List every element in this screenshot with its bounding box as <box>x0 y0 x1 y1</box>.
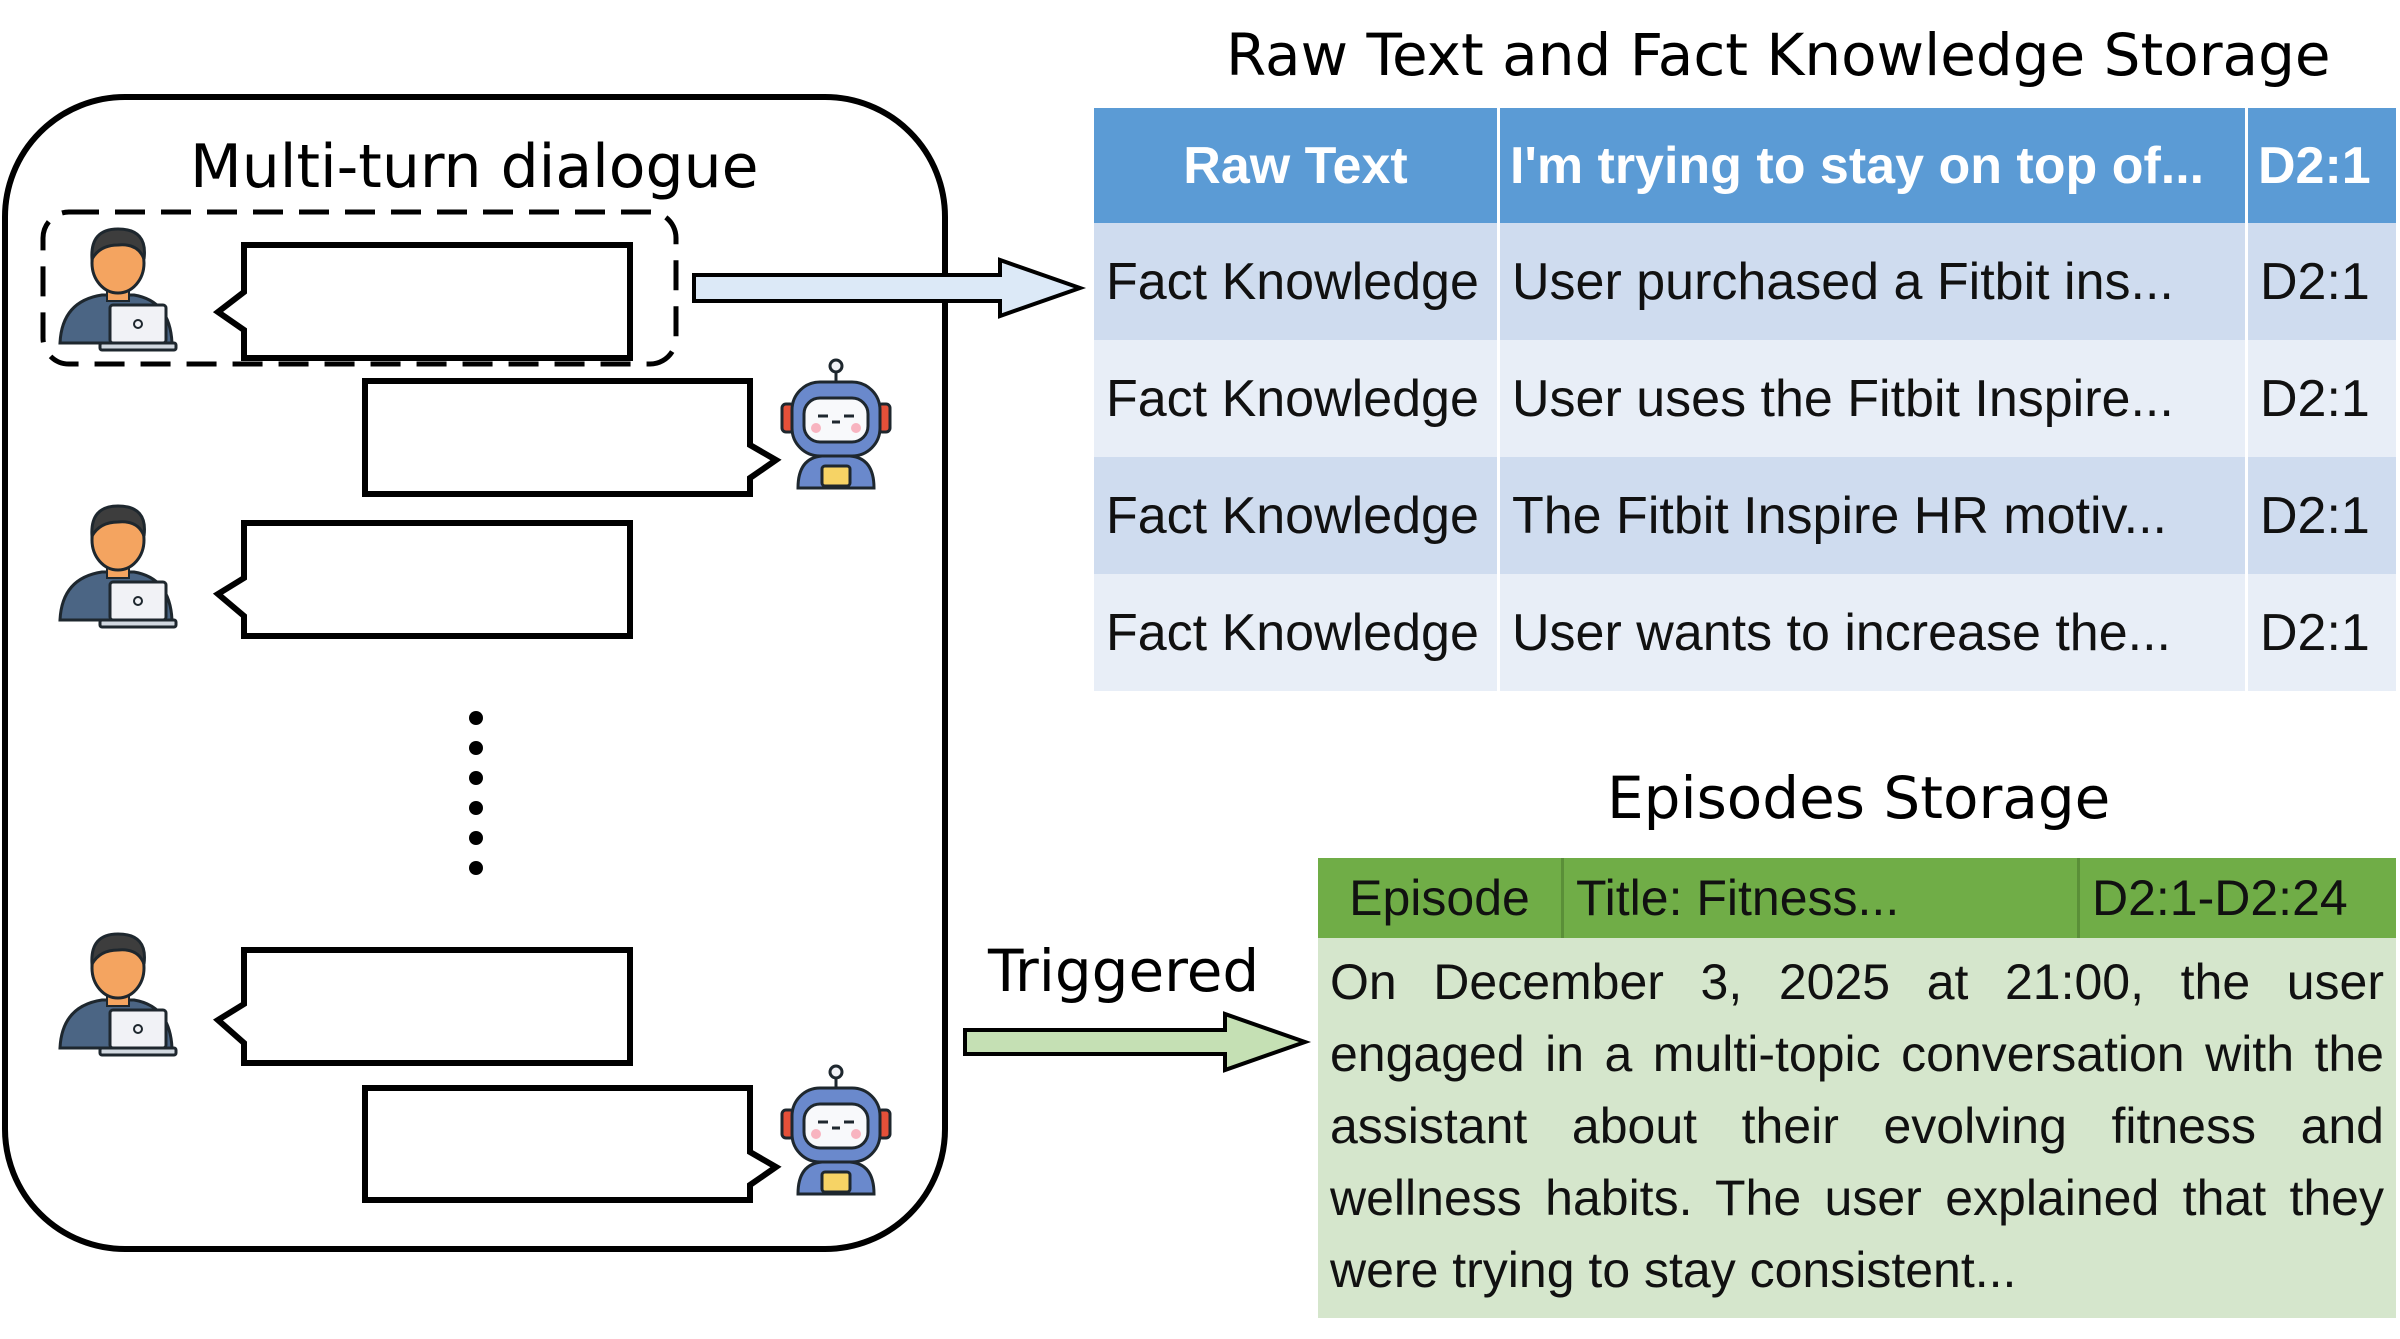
ellipsis-dots <box>469 711 483 875</box>
highlight-dashed-box <box>40 209 679 367</box>
user-speech-bubble <box>212 242 633 361</box>
episode-header-title: Title: Fitness... <box>1564 858 2080 938</box>
episode-header-range: D2:1-D2:24 <box>2080 858 2396 938</box>
episode-body-text: On December 3, 2025 at 21:00, the user e… <box>1318 938 2396 1318</box>
fact-row-type: Fact Knowledge <box>1094 574 1500 691</box>
fact-row-text: User purchased a Fitbit ins... <box>1500 223 2248 340</box>
fact-row-ref: D2:1 <box>2248 574 2396 691</box>
fact-row-text: The Fitbit Inspire HR motiv... <box>1500 457 2248 574</box>
fact-row-text: User wants to increase the... <box>1500 574 2248 691</box>
fact-row-type: Fact Knowledge <box>1094 340 1500 457</box>
fact-header-ref: D2:1 <box>2248 108 2396 223</box>
user-speech-bubble <box>212 520 633 639</box>
episode-storage-title: Episodes Storage <box>1607 764 2111 832</box>
fact-row-type: Fact Knowledge <box>1094 223 1500 340</box>
user-speech-bubble <box>212 947 633 1066</box>
robot-speech-bubble <box>362 378 782 497</box>
fact-row-ref: D2:1 <box>2248 340 2396 457</box>
fact-row-type: Fact Knowledge <box>1094 457 1500 574</box>
fact-header-type: Raw Text <box>1094 108 1500 223</box>
arrow-to-episode-storage <box>963 1011 1312 1073</box>
robot-speech-bubble <box>362 1085 782 1203</box>
episode-header-type: Episode <box>1318 858 1564 938</box>
arrow-to-fact-storage <box>692 257 1087 319</box>
dialogue-title: Multi-turn dialogue <box>190 132 759 202</box>
triggered-label: Triggered <box>988 937 1260 1005</box>
fact-row-ref: D2:1 <box>2248 223 2396 340</box>
fact-row-text: User uses the Fitbit Inspire... <box>1500 340 2248 457</box>
fact-header-text: I'm trying to stay on top of... <box>1500 108 2248 223</box>
fact-row-ref: D2:1 <box>2248 457 2396 574</box>
fact-storage-title: Raw Text and Fact Knowledge Storage <box>1226 21 2331 89</box>
